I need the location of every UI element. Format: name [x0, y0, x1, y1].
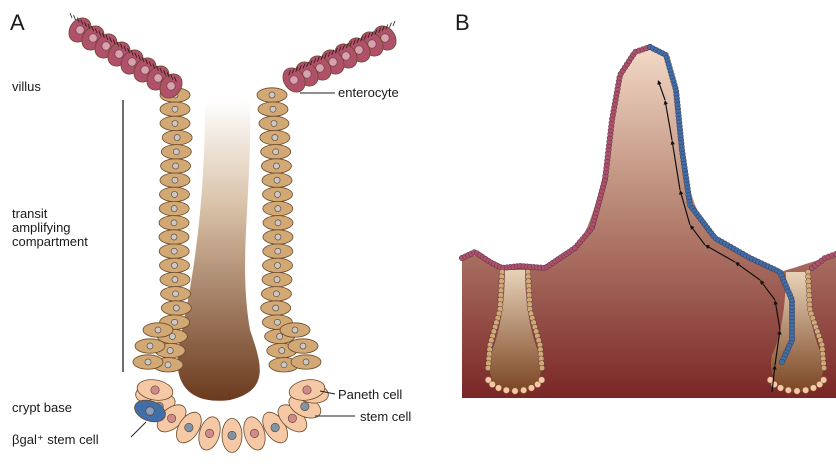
crypt-base-dot [489, 381, 495, 387]
panel-letter-a: A [10, 10, 25, 35]
transit-cell [263, 244, 293, 258]
label-transit-2: amplifying [12, 220, 71, 235]
transit-cell [257, 88, 287, 102]
label-transit-3: compartment [12, 234, 88, 249]
transit-cell [261, 159, 291, 173]
transit-cell [291, 355, 321, 369]
transit-cell [159, 230, 189, 244]
crypt-base-dot [495, 385, 501, 391]
transit-cell [262, 187, 292, 201]
label-stem-cell: stem cell [360, 409, 411, 424]
transit-cell [143, 323, 173, 337]
transit-cell [262, 258, 292, 272]
transit-dot [821, 365, 827, 371]
enterocyte-dot [572, 245, 578, 251]
label-villus: villus [12, 79, 41, 94]
transit-cell [135, 339, 165, 353]
transit-cell [263, 230, 293, 244]
crypt-base-dot [777, 385, 783, 391]
crypt-base-dot [820, 377, 826, 383]
transit-cell [261, 145, 291, 159]
label-crypt-base: crypt base [12, 400, 72, 415]
transit-cell [162, 130, 192, 144]
transit-cell [280, 323, 310, 337]
crypt-base-dot [503, 387, 509, 393]
transit-cell [288, 339, 318, 353]
transit-cell [160, 102, 190, 116]
crypt-base-dot [512, 388, 518, 394]
label-enterocyte: enterocyte [338, 85, 399, 100]
transit-cell [258, 102, 288, 116]
panel-b: B [455, 10, 836, 398]
transit-cell [159, 216, 189, 230]
transit-cell [263, 201, 293, 215]
transit-cell [160, 258, 190, 272]
transit-cell [160, 187, 190, 201]
transit-cell [262, 272, 292, 286]
transit-dot [539, 365, 545, 371]
transit-cell [263, 216, 293, 230]
transit-dot [485, 365, 491, 371]
crypt-base-dot [785, 387, 791, 393]
label-transit-1: transit [12, 206, 48, 221]
crypt-lumen [177, 100, 259, 401]
transit-cell [160, 272, 190, 286]
crypt-base-dot [520, 387, 526, 393]
crypt-base-dot [794, 388, 800, 394]
crypt-base-dot [538, 377, 544, 383]
label-paneth-cell: Paneth cell [338, 387, 402, 402]
transit-cell [261, 301, 291, 315]
transit-cell [159, 201, 189, 215]
panel-letter-b: B [455, 10, 470, 35]
transit-cell [262, 173, 292, 187]
transit-cell [161, 159, 191, 173]
labeled-cell-dot [779, 359, 785, 365]
transit-cell [160, 116, 190, 130]
transit-cell [161, 301, 191, 315]
transit-cell [261, 287, 291, 301]
panel-a: A villus transit amplifying compartment … [10, 10, 411, 453]
transit-cell [161, 287, 191, 301]
crypt-base-dot [802, 387, 808, 393]
label-bgal-stem-cell: βgal⁺ stem cell [12, 432, 99, 447]
bgal-pointer [131, 422, 146, 437]
crypt-base-dot [810, 385, 816, 391]
crypt-base-dot [528, 385, 534, 391]
stem-cell [222, 418, 242, 452]
transit-cell [160, 173, 190, 187]
transit-cell [133, 355, 163, 369]
transit-cell [159, 244, 189, 258]
transit-cell [259, 116, 289, 130]
transit-cell [260, 130, 290, 144]
transit-cell [161, 145, 191, 159]
